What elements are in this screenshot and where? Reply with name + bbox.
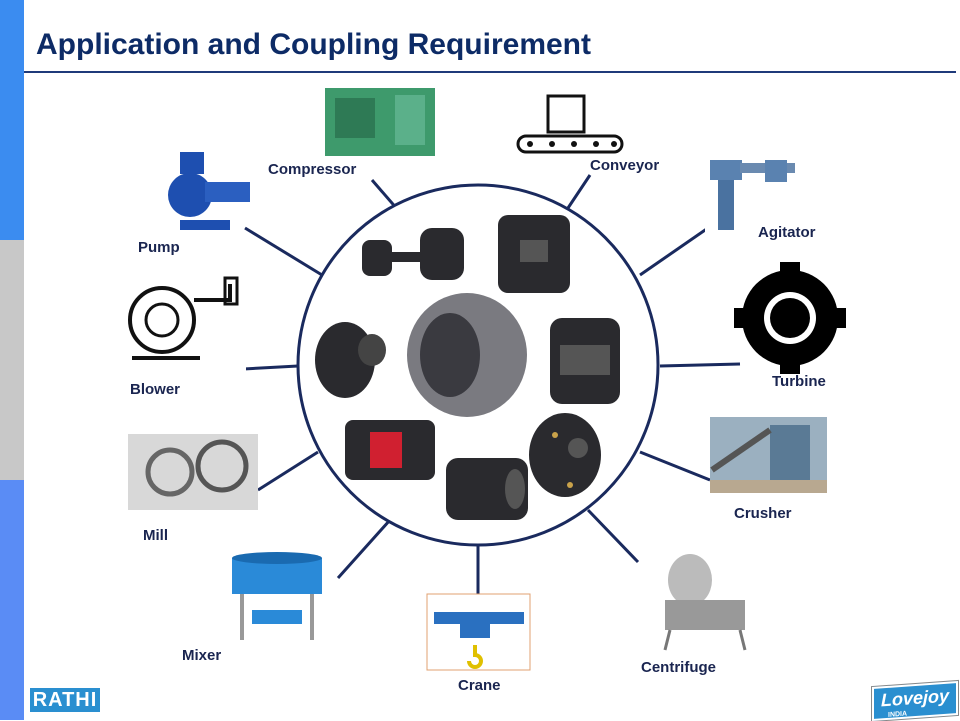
conveyor-image [512, 84, 638, 158]
agitator-image [705, 155, 800, 233]
coupling-grid [550, 318, 620, 404]
side-bar-middle [0, 240, 24, 480]
coupling-fluid [407, 293, 527, 417]
rathi-logo: RATHI [30, 688, 100, 712]
coupling-images [315, 215, 620, 520]
line-mill [257, 450, 319, 492]
line-pump [244, 226, 323, 277]
line-turbine [659, 362, 741, 368]
coupling-jaw [498, 215, 570, 293]
line-centrifuge [586, 508, 640, 564]
label-blower: Blower [130, 381, 181, 398]
label-compressor: Compressor [268, 161, 357, 178]
label-centrifuge: Centrifuge [641, 659, 716, 676]
mill-image [128, 434, 258, 510]
label-mill: Mill [143, 527, 168, 544]
label-turbine: Turbine [772, 373, 826, 390]
title-rule [24, 71, 956, 73]
lovejoy-logo-text: Lovejoy [880, 685, 950, 711]
line-agitator [639, 226, 709, 277]
label-agitator: Agitator [758, 224, 816, 241]
crusher-image [710, 417, 827, 493]
slide-title: Application and Coupling Requirement [36, 28, 591, 61]
crane-image [426, 593, 531, 671]
coupling-spacer [362, 228, 464, 280]
line-crusher [639, 450, 711, 482]
centrifuge-image [655, 552, 747, 656]
coupling-sleeve [446, 458, 528, 520]
side-bar-bottom [0, 480, 24, 720]
coupling-flex-red [345, 420, 435, 480]
compressor-image [325, 88, 435, 156]
blower-image [122, 270, 246, 372]
line-mixer [336, 518, 392, 580]
label-mixer: Mixer [182, 647, 222, 664]
label-conveyor: Conveyor [590, 157, 660, 174]
label-crane: Crane [458, 677, 501, 694]
turbine-image [734, 262, 846, 374]
lovejoy-logo-sub: INDIA [888, 710, 908, 719]
coupling-flange [529, 413, 601, 497]
line-conveyor [566, 174, 592, 209]
mixer-image [232, 552, 322, 640]
pump-image [168, 152, 250, 230]
label-crusher: Crusher [734, 505, 792, 522]
coupling-tyre [315, 322, 386, 398]
side-bar-top [0, 0, 24, 240]
label-pump: Pump [138, 239, 180, 256]
